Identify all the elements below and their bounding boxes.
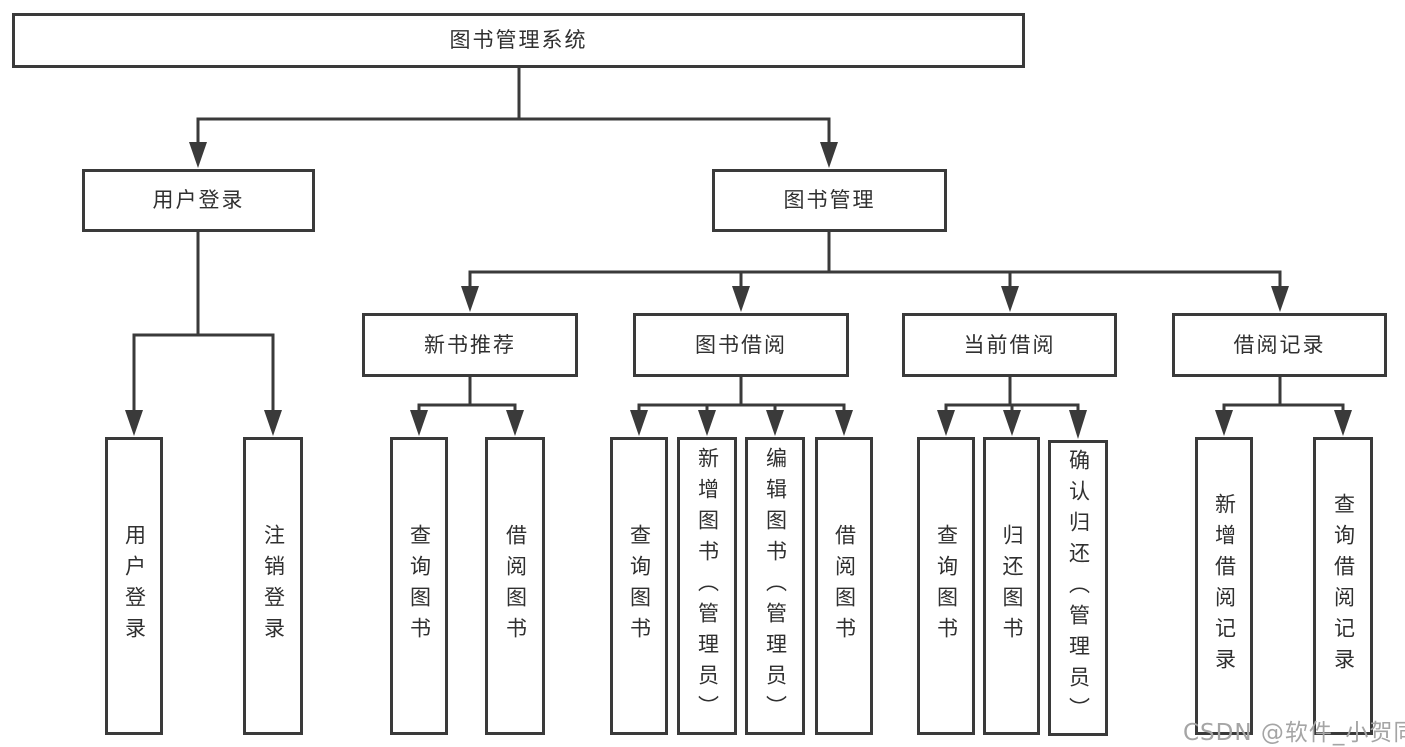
leaf-confirm-return-admin: 确认归还（管理员） [1048,440,1108,736]
node-borrow-records: 借阅记录 [1172,313,1387,377]
node-new-book-recommend: 新书推荐 [362,313,578,377]
leaf-logout: 注销登录 [243,437,303,735]
node-user-login: 用户登录 [82,169,315,232]
node-book-borrowing: 图书借阅 [633,313,849,377]
node-current-borrowing: 当前借阅 [902,313,1117,377]
leaf-edit-book-admin: 编辑图书（管理员） [745,437,805,735]
leaf-user-login: 用户登录 [105,437,163,735]
node-book-management: 图书管理 [712,169,947,232]
leaf-query-books-borrow: 查询图书 [610,437,668,735]
leaf-borrow-books-borrow: 借阅图书 [815,437,873,735]
leaf-query-books-current: 查询图书 [917,437,975,735]
leaf-return-book: 归还图书 [983,437,1040,735]
leaf-borrow-books-newrec: 借阅图书 [485,437,545,735]
leaf-query-borrow-record: 查询借阅记录 [1313,437,1373,735]
leaf-add-book-admin: 新增图书（管理员） [677,437,737,735]
csdn-watermark: CSDN @软件_小贺同学 [1183,720,1405,746]
leaf-query-books-newrec: 查询图书 [390,437,448,735]
node-library-system: 图书管理系统 [12,13,1025,68]
leaf-add-borrow-record: 新增借阅记录 [1195,437,1253,735]
